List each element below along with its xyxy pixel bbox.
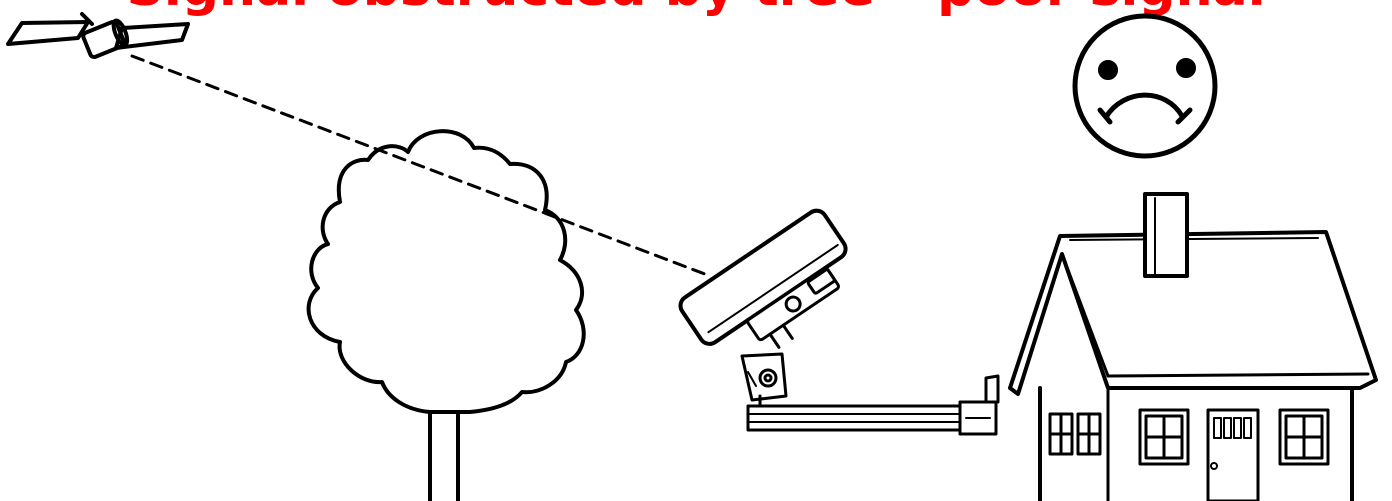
house-icon xyxy=(1008,192,1378,501)
dish-mount xyxy=(740,352,788,402)
house-window xyxy=(1048,412,1102,456)
face-left-eye xyxy=(1098,60,1118,80)
house-roof xyxy=(1008,230,1378,396)
house-window xyxy=(1138,408,1190,466)
house-chimney xyxy=(1143,192,1189,278)
satellite-left-panel xyxy=(6,20,90,46)
house-door xyxy=(1206,408,1260,501)
mounting-arm xyxy=(746,374,1000,436)
satellite-body xyxy=(81,18,130,60)
face-outline xyxy=(1072,13,1218,159)
satellite-dish-icon xyxy=(678,208,848,402)
satellite-antenna xyxy=(80,12,94,26)
arm-rail xyxy=(746,404,962,432)
sad-face-icon xyxy=(1072,13,1218,159)
satellite-icon xyxy=(6,12,190,60)
face-frown xyxy=(1103,92,1185,120)
diagram-title: Signal obstructed by tree – poor signal xyxy=(0,0,1392,20)
house-window xyxy=(1278,408,1330,466)
signal-path xyxy=(130,54,712,278)
tree-canopy xyxy=(306,129,586,414)
face-right-eye xyxy=(1176,58,1196,78)
tree-icon xyxy=(306,129,586,501)
